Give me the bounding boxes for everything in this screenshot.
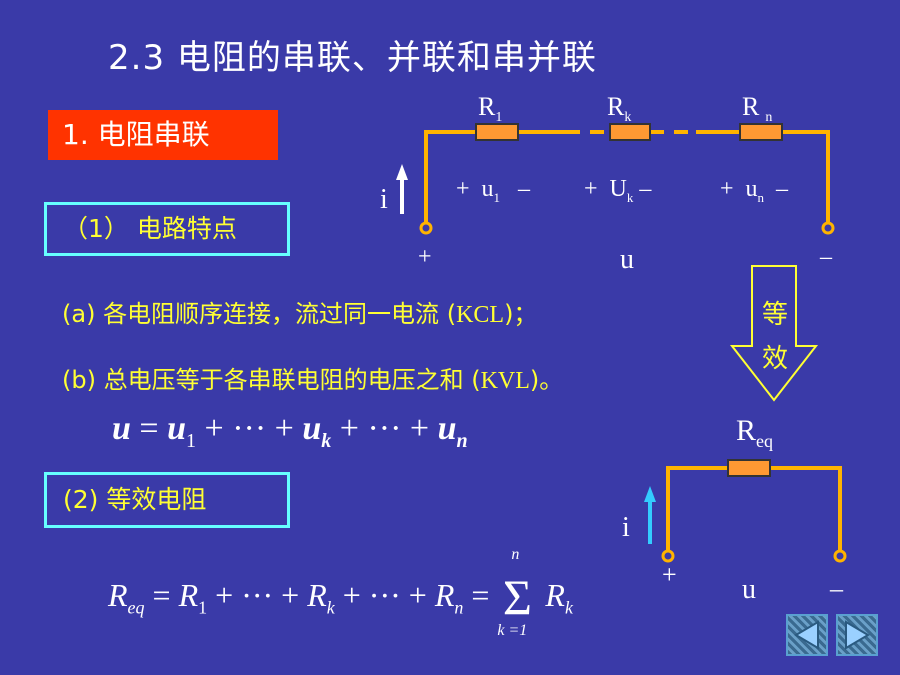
terminal-minus-1: – <box>820 244 832 270</box>
feature-a-code: KCL <box>456 302 505 328</box>
voltage-sum-equation: u = u1 + ··· + uk + ··· + un <box>112 410 468 452</box>
total-voltage-1: u <box>620 244 634 275</box>
triangle-right-icon <box>845 620 870 650</box>
feature-a: (a) 各电阻顺序连接，流过同一电流 (KCL)； <box>62 294 537 329</box>
feature-b-prefix: (b) 总电压等于各串联电阻的电压之和 ( <box>62 366 481 394</box>
voltage-uk: + Uk – <box>584 176 652 205</box>
voltage-u1: + u1 – <box>456 176 531 205</box>
current-label-2: i <box>622 512 630 543</box>
terminal-minus-2: – <box>830 574 843 603</box>
resistor-r1 <box>475 123 519 141</box>
feature-b-suffix: )。 <box>529 366 564 394</box>
terminal-right <box>821 221 835 235</box>
feature-a-suffix: )； <box>504 300 538 328</box>
feature-a-prefix: (a) 各电阻顺序连接，流过同一电流 ( <box>62 300 457 328</box>
feature-b: (b) 总电压等于各串联电阻的电压之和 (KVL)。 <box>62 360 563 395</box>
resistor-req <box>727 459 771 477</box>
next-slide-button[interactable] <box>836 614 878 656</box>
terminal-left <box>419 221 433 235</box>
terminal-plus-2: + <box>662 560 677 589</box>
resistor-rk <box>609 123 651 141</box>
resistor-rn <box>739 123 783 141</box>
section-heading: 1. 电阻串联 <box>48 110 278 160</box>
prev-slide-button[interactable] <box>786 614 828 656</box>
feature-b-code: KVL <box>480 368 530 394</box>
voltage-un: + un – <box>720 176 789 205</box>
equivalence-arrow <box>729 265 819 402</box>
terminal-eq-left <box>661 549 675 563</box>
label-rk: Rk <box>607 92 632 126</box>
circuit-features-header: （1） 电路特点 <box>44 202 290 256</box>
terminal-plus-1: + <box>418 244 432 270</box>
label-req: Req <box>736 414 774 451</box>
triangle-left-icon <box>794 620 819 650</box>
equivalent-resistance-header: (2) 等效电阻 <box>44 472 290 528</box>
total-voltage-2: u <box>742 574 756 605</box>
label-r1: R1 <box>478 92 503 126</box>
equivalence-char-1: 等 <box>762 300 789 330</box>
page-title: 2.3 电阻的串联、并联和串并联 <box>108 38 597 78</box>
current-label-1: i <box>380 184 388 215</box>
equivalence-char-2: 效 <box>762 344 789 374</box>
terminal-eq-right <box>833 549 847 563</box>
